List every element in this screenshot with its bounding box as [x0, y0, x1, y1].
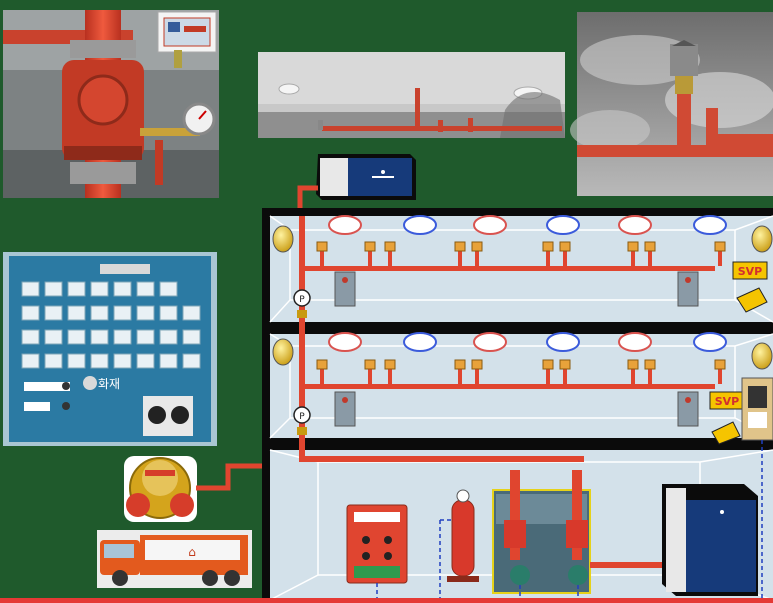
- sprinkler-head-icon: [559, 359, 571, 370]
- sprinkler-head-icon: [670, 44, 698, 76]
- heat-detector-icon: [473, 215, 507, 235]
- svg-text:P: P: [299, 412, 305, 422]
- panel-key[interactable]: [21, 329, 40, 345]
- sprinkler-head-icon: [627, 241, 639, 252]
- panel-key[interactable]: [113, 281, 132, 297]
- sprinkler-head-icon: [384, 241, 396, 252]
- receiver-panel-icon: [741, 377, 773, 441]
- alarm-box-icon: [334, 271, 699, 427]
- panel-key[interactable]: [90, 353, 109, 369]
- fire-alarm-button[interactable]: [83, 376, 97, 390]
- panel-key[interactable]: [21, 353, 40, 369]
- fire-bell-icon: [272, 225, 773, 370]
- fire-control-panel: 화재: [3, 252, 217, 446]
- pump-control-panel-icon: [346, 504, 408, 584]
- fire-pump-room: [492, 470, 662, 594]
- svp-lower-label: SVP: [715, 395, 740, 408]
- panel-key[interactable]: [44, 305, 63, 321]
- panel-key[interactable]: [159, 329, 178, 345]
- sprinkler-head-icon: [316, 359, 328, 370]
- sprinkler-head-icon: [714, 241, 726, 252]
- fire-pump-icon: [510, 565, 530, 585]
- branch-pipe: [305, 384, 715, 389]
- sprinkler-head-icon: [364, 241, 376, 252]
- svp-upper: SVP: [732, 261, 768, 313]
- svg-text:P: P: [299, 295, 305, 305]
- sprinkler-head-icon: [471, 359, 483, 370]
- panel-key[interactable]: [44, 329, 63, 345]
- panel-key[interactable]: [113, 329, 132, 345]
- svp-upper-label: SVP: [738, 265, 763, 278]
- panel-key[interactable]: [67, 305, 86, 321]
- floor-sprinkler-network: [305, 215, 727, 389]
- fire-department-connection: [124, 456, 197, 522]
- panel-key[interactable]: [44, 353, 63, 369]
- sprinkler-head-icon: [542, 359, 554, 370]
- panel-key[interactable]: [90, 329, 109, 345]
- sprinkler-head-icon: [644, 359, 656, 370]
- sprinkler-head-icon: [714, 359, 726, 370]
- basement-water-tank-icon: [662, 484, 758, 596]
- basement-main-pipe: [299, 456, 584, 462]
- connection-pipe: [196, 463, 262, 491]
- heat-detector-icon: [618, 215, 652, 235]
- smoke-detector-icon: [546, 332, 580, 352]
- branch-pipe: [305, 266, 715, 271]
- panel-key[interactable]: [159, 281, 178, 297]
- sprinkler-head-icon: [364, 359, 376, 370]
- sprinkler-head-icon: [559, 241, 571, 252]
- heat-detector-icon: [328, 215, 362, 235]
- panel-key[interactable]: [67, 281, 86, 297]
- panel-key[interactable]: [136, 353, 155, 369]
- sprinkler-head-icon: [471, 241, 483, 252]
- smoke-detector-icon: [693, 215, 727, 235]
- alarm-check-valve-icon: P P: [293, 289, 311, 435]
- smoke-detector-icon: [403, 332, 437, 352]
- panel-key[interactable]: [182, 353, 201, 369]
- panel-key[interactable]: [44, 281, 63, 297]
- panel-zone-keys: [21, 281, 201, 369]
- heat-detector-icon: [473, 332, 507, 352]
- alarm-valve-photo: [3, 10, 219, 198]
- panel-key[interactable]: [90, 281, 109, 297]
- panel-key[interactable]: [113, 353, 132, 369]
- panel-key[interactable]: [21, 281, 40, 297]
- fire-truck-icon: ⌂: [97, 530, 252, 588]
- fire-alarm-button-label: 화재: [98, 377, 120, 391]
- sprinkler-head-icon: [627, 359, 639, 370]
- sprinkler-head-icon: [454, 359, 466, 370]
- sprinkler-head-icon: [542, 241, 554, 252]
- riser-pipe: [299, 216, 305, 462]
- panel-key[interactable]: [67, 329, 86, 345]
- heat-detector-icon: [328, 332, 362, 352]
- panel-key[interactable]: [182, 329, 201, 345]
- panel-key[interactable]: [113, 305, 132, 321]
- smoke-detector-icon: [546, 215, 580, 235]
- pressure-tank-icon: [447, 489, 479, 582]
- heat-detector-icon: [278, 83, 300, 95]
- panel-key[interactable]: [67, 353, 86, 369]
- sprinkler-head-icon: [644, 241, 656, 252]
- panel-key[interactable]: [159, 353, 178, 369]
- svg-text:⌂: ⌂: [188, 545, 196, 559]
- sprinkler-smoke-photo: [570, 12, 773, 196]
- panel-key[interactable]: [182, 305, 201, 321]
- panel-key[interactable]: [136, 305, 155, 321]
- panel-key[interactable]: [159, 305, 178, 321]
- panel-key[interactable]: [21, 305, 40, 321]
- panel-key[interactable]: [136, 281, 155, 297]
- ceiling-heat-detector-photo: [258, 52, 565, 138]
- rooftop-water-tank-icon: [316, 154, 416, 200]
- smoke-detector-icon: [403, 215, 437, 235]
- heat-detector-icon: [618, 332, 652, 352]
- panel-key[interactable]: [90, 305, 109, 321]
- sprinkler-head-icon: [454, 241, 466, 252]
- sprinkler-head-icon: [384, 359, 396, 370]
- panel-key[interactable]: [136, 329, 155, 345]
- smoke-detector-icon: [693, 332, 727, 352]
- sprinkler-head-icon: [316, 241, 328, 252]
- bottom-progress-bar: [0, 598, 773, 603]
